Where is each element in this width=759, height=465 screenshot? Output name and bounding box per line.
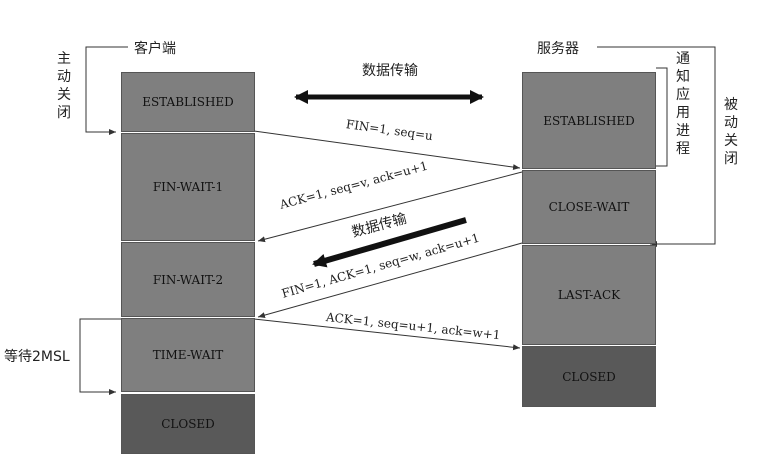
- wait-2msl-label: 等待2MSL: [4, 349, 70, 365]
- ack1-line: [257, 171, 523, 243]
- notify-app-label: 通知应用进程: [676, 51, 690, 157]
- fin2-line: [257, 242, 523, 318]
- notify-app-bracket: [656, 67, 668, 167]
- server-state-last-ack: LAST-ACK: [522, 245, 656, 345]
- active-close-bracket: [85, 46, 128, 135]
- client-state-fin-wait-2: FIN-WAIT-2: [121, 242, 255, 317]
- data-transfer-arrow-mid: [312, 217, 467, 268]
- client-title: 客户端: [134, 41, 176, 57]
- data-transfer-top-label: 数据传输: [362, 63, 418, 79]
- fin1-line: [253, 130, 521, 171]
- server-state-established: ESTABLISHED: [522, 72, 656, 169]
- server-state-closed: CLOSED: [522, 346, 656, 407]
- client-state-fin-wait-1: FIN-WAIT-1: [121, 133, 255, 241]
- client-state-established: ESTABLISHED: [121, 72, 255, 132]
- server-state-close-wait: CLOSE-WAIT: [522, 170, 656, 244]
- client-state-time-wait: TIME-WAIT: [121, 318, 255, 392]
- wait-2msl-bracket: [79, 318, 122, 395]
- passive-close-label: 被动关闭: [724, 97, 738, 167]
- client-state-closed: CLOSED: [121, 394, 255, 454]
- passive-close-bracket: [597, 46, 716, 247]
- active-close-label: 主动关闭: [57, 51, 71, 121]
- server-title: 服务器: [537, 41, 579, 57]
- ack2-line: [253, 318, 521, 351]
